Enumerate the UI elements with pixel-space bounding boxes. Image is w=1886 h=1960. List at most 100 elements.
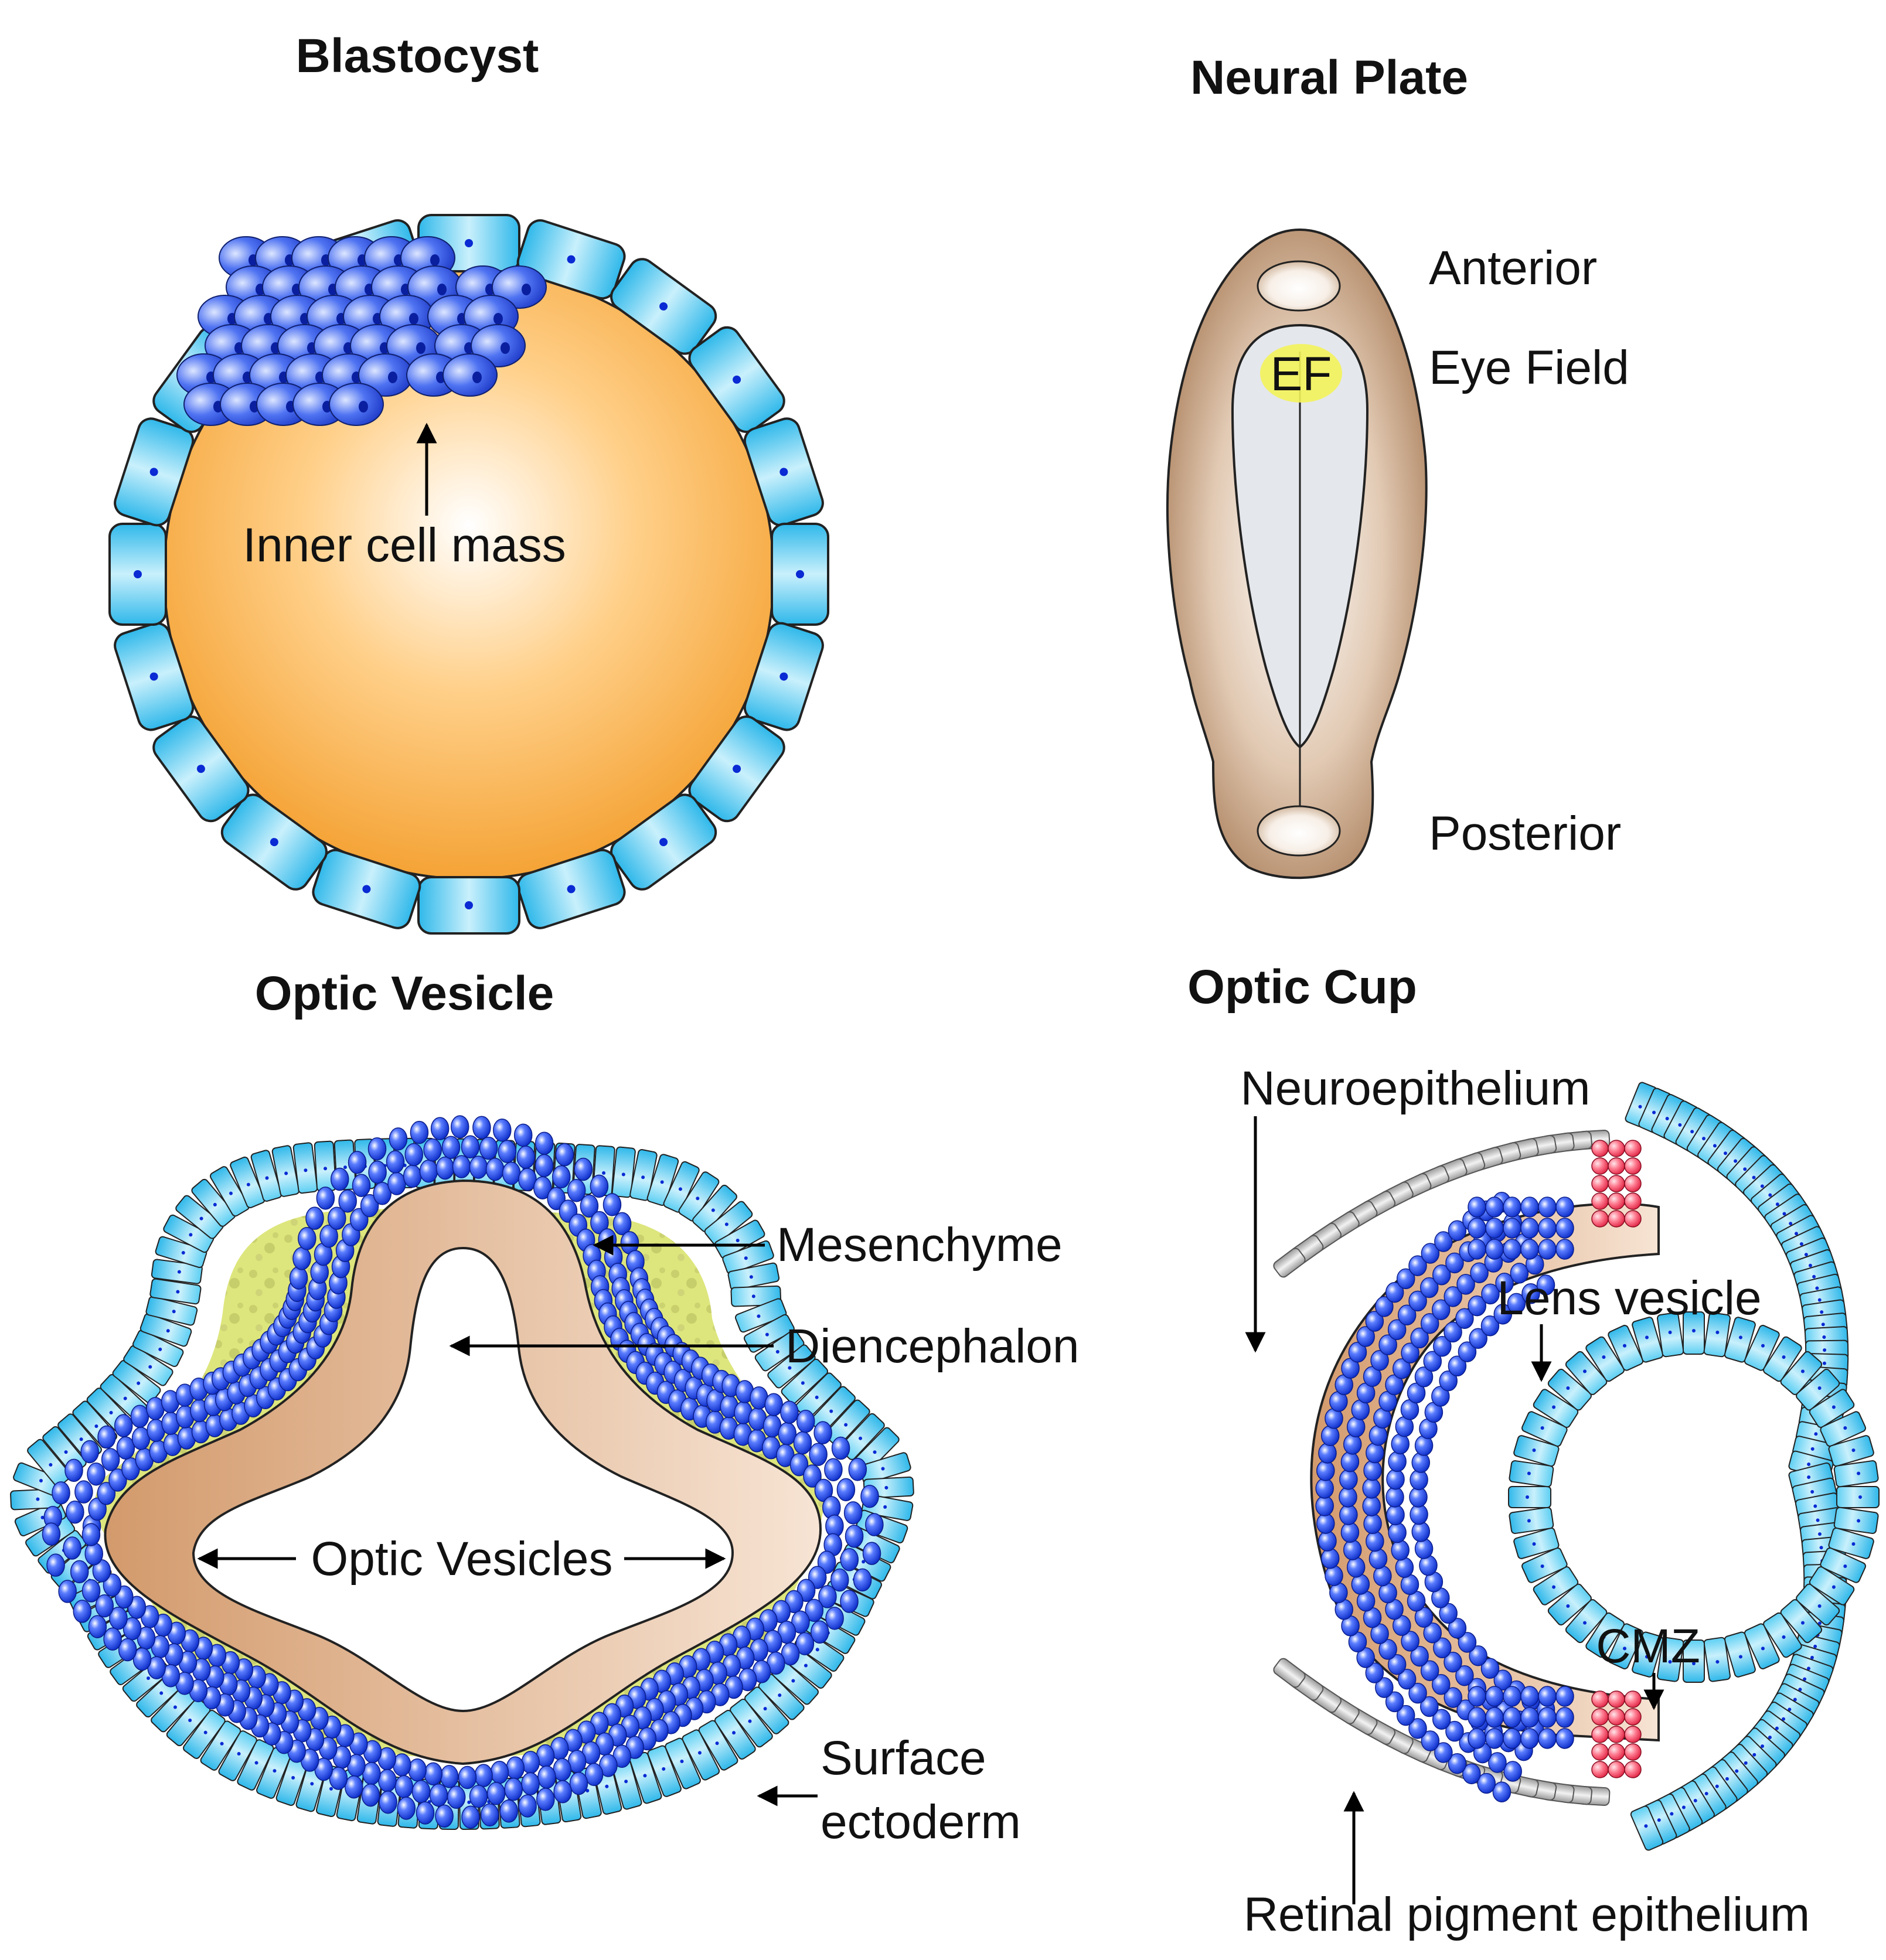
- lens-nucleus: [1645, 1335, 1649, 1339]
- retina-cell: [1387, 1319, 1407, 1340]
- blastocyst-title: Blastocyst: [296, 29, 539, 83]
- lens-nucleus: [1692, 1329, 1696, 1332]
- lens-cell-body: [1724, 1317, 1756, 1363]
- cmz-cell: [1624, 1140, 1642, 1157]
- retina-cell: [1396, 1705, 1415, 1726]
- retina-cell: [1339, 1487, 1357, 1508]
- cmz-cell: [1591, 1761, 1609, 1778]
- neuro-cell: [103, 1573, 122, 1597]
- ectoderm-nucleus: [602, 1171, 606, 1175]
- ectoderm-cell: [292, 1142, 318, 1194]
- neuro-cell: [95, 1594, 114, 1618]
- ectoderm-cell: [611, 1146, 636, 1198]
- cornea-nucleus: [1806, 1666, 1810, 1671]
- ectoderm-cell: [123, 1345, 173, 1386]
- ectoderm-cell: [200, 1720, 241, 1771]
- lens-nucleus: [1583, 1621, 1587, 1625]
- neuro-cell: [836, 1478, 856, 1502]
- eye-field-label: Eye Field: [1429, 341, 1629, 394]
- lens-nucleus: [1800, 1369, 1805, 1373]
- retina-cell: [1503, 1728, 1521, 1749]
- retina-cell: [1316, 1460, 1335, 1481]
- neuro-cell: [435, 1804, 454, 1828]
- trophoblast-nucleus: [149, 468, 158, 476]
- lens-cell-body: [1521, 1547, 1568, 1583]
- trophoblast-nucleus: [733, 375, 741, 384]
- lens-cell: [1509, 1506, 1554, 1534]
- neuro-cell: [502, 1161, 521, 1185]
- retina-cell: [1421, 1730, 1440, 1751]
- cornea-nucleus: [1702, 1137, 1706, 1141]
- lens-nucleus: [1527, 1471, 1531, 1475]
- retina-cell: [1391, 1539, 1410, 1561]
- trophoblast-nucleus: [659, 838, 668, 847]
- neuro-cell: [319, 1225, 338, 1248]
- lens-cell-body: [1763, 1612, 1802, 1658]
- ectoderm-nucleus: [859, 1436, 863, 1440]
- neuro-cell: [813, 1421, 832, 1444]
- cmz-cell: [1624, 1708, 1642, 1726]
- neuro-cell: [66, 1500, 84, 1524]
- retina-cell: [1538, 1239, 1557, 1260]
- retina-cell: [1485, 1728, 1504, 1749]
- neuro-cell: [602, 1193, 622, 1216]
- ectoderm-cell: [825, 1399, 870, 1447]
- trophoblast-nucleus: [465, 901, 473, 909]
- lens-cell-body: [1796, 1368, 1840, 1411]
- trophoblast-nucleus: [465, 239, 473, 247]
- retina-cell: [1385, 1487, 1404, 1508]
- ectoderm-cell-body: [611, 1146, 636, 1198]
- retina-cell: [1433, 1637, 1452, 1659]
- retinal-pigment-epithelium: [1273, 1129, 1611, 1806]
- lens-nucleus: [1843, 1564, 1847, 1568]
- retina-cell: [1423, 1622, 1442, 1644]
- neuro-cell: [345, 1775, 363, 1799]
- neuro-cell: [831, 1436, 850, 1460]
- ectoderm-nucleus: [176, 1290, 180, 1294]
- ectoderm-nucleus: [736, 1238, 740, 1242]
- trophoblast-cell: [417, 876, 520, 935]
- retina-cell: [1366, 1530, 1384, 1552]
- neuro-cell: [516, 1146, 536, 1169]
- ectoderm-cell: [163, 1214, 215, 1253]
- lens-nucleus: [1782, 1635, 1786, 1639]
- lens-nucleus: [1566, 1386, 1570, 1390]
- neuro-cell: [547, 1187, 566, 1211]
- neuro-cell: [397, 1797, 416, 1820]
- retina-cell: [1343, 1539, 1362, 1560]
- lens-cell-body: [1703, 1312, 1731, 1358]
- neuro-cell: [52, 1481, 70, 1505]
- neuro-cell: [423, 1138, 442, 1162]
- retina-cell: [1420, 1660, 1439, 1682]
- ectoderm-nucleus: [177, 1270, 181, 1274]
- neuro-cell: [536, 1788, 555, 1811]
- retina-cell: [1373, 1565, 1392, 1587]
- ectoderm-nucleus: [246, 1182, 250, 1187]
- neuro-cell: [404, 1143, 423, 1167]
- neuro-cell: [803, 1464, 822, 1488]
- retina-cell: [1410, 1645, 1429, 1667]
- ectoderm-nucleus: [696, 1197, 700, 1201]
- neuro-cell: [101, 1448, 120, 1471]
- ectoderm-cell: [730, 1285, 782, 1307]
- lens-cell: [1509, 1460, 1554, 1488]
- trophoblast-nucleus: [362, 885, 371, 894]
- ectoderm-nucleus: [815, 1648, 819, 1652]
- lens-cell-body: [1820, 1547, 1866, 1583]
- neuro-cell: [479, 1136, 498, 1160]
- lens-cell-body: [1509, 1506, 1554, 1534]
- neuro-cell: [373, 1182, 392, 1205]
- neuro-cell: [553, 1758, 572, 1781]
- lens-nucleus: [1526, 1495, 1529, 1499]
- ectoderm-cell: [754, 1330, 805, 1372]
- lens-cell: [1513, 1435, 1560, 1467]
- cornea-nucleus: [1798, 1688, 1802, 1692]
- retina-cell: [1503, 1197, 1521, 1218]
- retina-cell: [1470, 1262, 1489, 1283]
- lens-cell: [1657, 1637, 1684, 1682]
- ectoderm-cell-body: [183, 1710, 226, 1759]
- neuro-cell: [330, 1167, 349, 1191]
- retina-cell: [1493, 1304, 1513, 1325]
- neuroepithelial-cells: [42, 1115, 884, 1829]
- ectoderm-nucleus: [801, 1381, 805, 1385]
